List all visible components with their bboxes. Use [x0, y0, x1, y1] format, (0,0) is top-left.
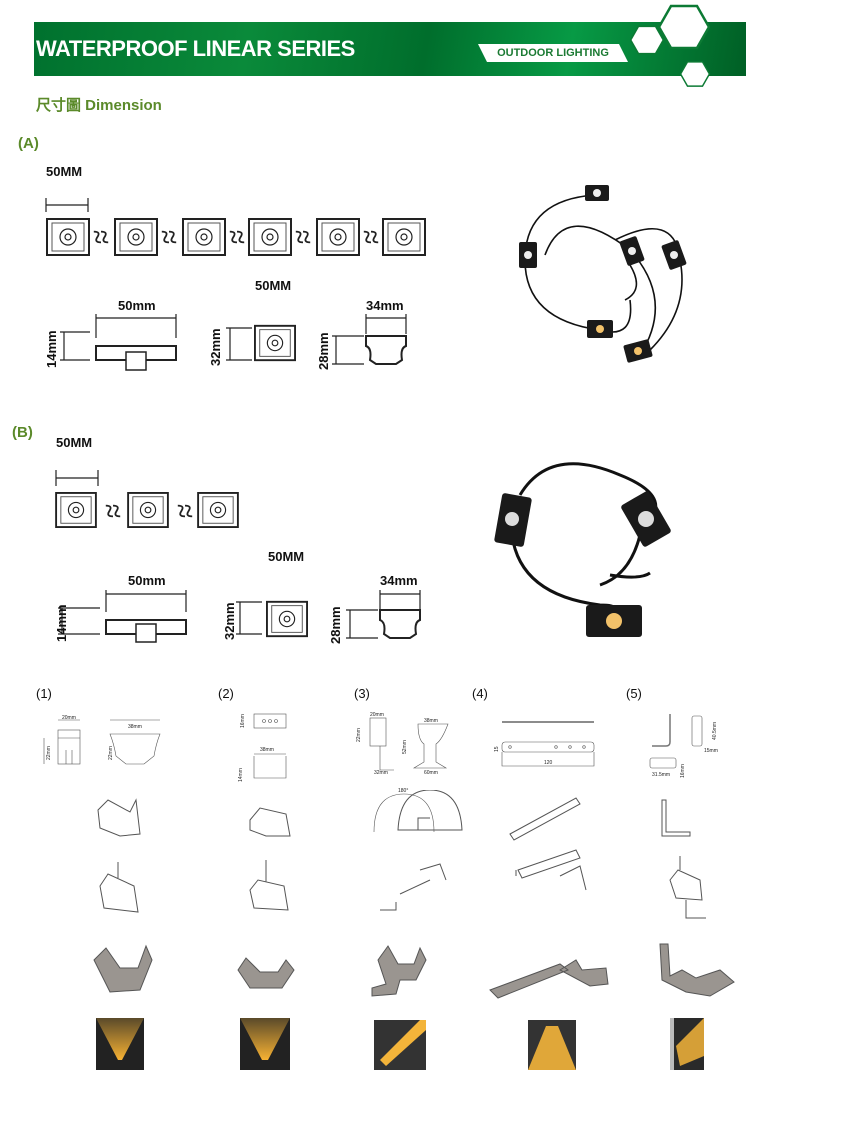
section-a-label: (A) — [18, 135, 39, 152]
front-top-label: 50MM — [268, 549, 304, 564]
front-top-label: 50MM — [255, 278, 291, 293]
dim-label: 31.5mm — [652, 772, 670, 778]
dim-label: 22mm — [46, 746, 52, 760]
tag-label: OUTDOOR LIGHTING — [497, 47, 609, 59]
light-effect-3 — [374, 1020, 426, 1070]
dim-label: 16mm — [680, 764, 686, 778]
accessory-2-dimension-drawing: 16mm 38mm 14mm — [238, 713, 287, 782]
dim-label: 32mm — [374, 770, 388, 776]
side-height-label: 14mm — [54, 604, 69, 642]
product-photo-b — [494, 462, 671, 637]
dim-label: 120 — [544, 760, 553, 766]
pitch-label: 50MM — [46, 164, 82, 179]
outdoor-lighting-tag: OUTDOOR LIGHTING — [478, 44, 628, 62]
bracket-4-photo — [489, 959, 609, 999]
module-chain — [55, 492, 239, 528]
accessory-line-art — [97, 790, 706, 919]
section-b-label: (B) — [12, 424, 33, 441]
section-a-drawing: 50MM 50MM 50mm 14mm 32mm 34mm 28mm — [44, 164, 426, 371]
front-height-label: 32mm — [222, 602, 237, 640]
accessory-1-dimension-drawing: 20mm 22mm 38mm 22mm — [43, 715, 161, 765]
light-effect-illustrations — [96, 1018, 704, 1070]
front-height-label: 32mm — [208, 328, 223, 366]
end-width-label: 34mm — [380, 573, 418, 588]
series-title: WATERPROOF LINEAR SERIES — [36, 36, 355, 61]
accessory-photos — [93, 943, 735, 999]
bracket-2-photo — [237, 957, 295, 989]
bracket-5-photo — [659, 943, 735, 997]
width-label: 50mm — [118, 298, 156, 313]
dimension-heading: 尺寸圖 Dimension — [36, 97, 162, 114]
product-photo-a — [519, 185, 687, 363]
accessory-4-dimension-drawing: 15 120 — [494, 721, 595, 767]
bracket-1-photo — [93, 944, 153, 993]
width-label: 50mm — [128, 573, 166, 588]
accessory-3-label: (3) — [354, 686, 370, 701]
side-height-label: 14mm — [44, 330, 59, 368]
hexagon-decoration-icon — [630, 4, 710, 87]
accessory-1-label: (1) — [36, 686, 52, 701]
accessory-5-label: (5) — [626, 686, 642, 701]
dim-label: 38mm — [424, 718, 438, 724]
light-effect-5 — [670, 1018, 704, 1070]
accessory-4-label: (4) — [472, 686, 488, 701]
section-b-drawing: 50MM 50MM 50mm 14mm 32mm 34mm 28mm — [54, 435, 421, 644]
accessory-3-dimension-drawing: 20mm 22mm 38mm 52mm 32mm 60mm 180° — [356, 712, 449, 833]
dim-label: 20mm — [370, 712, 384, 718]
accessory-2-label: (2) — [218, 686, 234, 701]
bracket-3-photo — [371, 945, 427, 997]
dim-label: 15mm — [704, 748, 718, 754]
module-chain — [46, 218, 426, 256]
end-height-label: 28mm — [328, 606, 343, 644]
dim-label: 38mm — [260, 747, 274, 753]
dim-label: 22mm — [108, 746, 114, 760]
light-effect-4 — [528, 1020, 576, 1070]
dim-label: 20mm — [62, 715, 76, 721]
end-height-label: 28mm — [316, 332, 331, 370]
accessory-5-dimension-drawing: 40.5mm 15mm 31.5mm 16mm — [649, 714, 718, 778]
dim-label: 22mm — [356, 728, 362, 742]
dim-label: 52mm — [402, 740, 408, 754]
dim-label: 180° — [398, 788, 408, 794]
dim-label: 15 — [494, 746, 500, 752]
pitch-label: 50MM — [56, 435, 92, 450]
light-effect-2 — [240, 1018, 290, 1070]
dim-label: 60mm — [424, 770, 438, 776]
light-effect-1 — [96, 1018, 144, 1070]
dim-label: 16mm — [240, 714, 246, 728]
series-banner: WATERPROOF LINEAR SERIES OUTDOOR LIGHTIN… — [34, 22, 746, 76]
dim-label: 40.5mm — [712, 722, 718, 740]
end-width-label: 34mm — [366, 298, 404, 313]
dim-label: 14mm — [238, 768, 244, 782]
dim-label: 38mm — [128, 724, 142, 730]
